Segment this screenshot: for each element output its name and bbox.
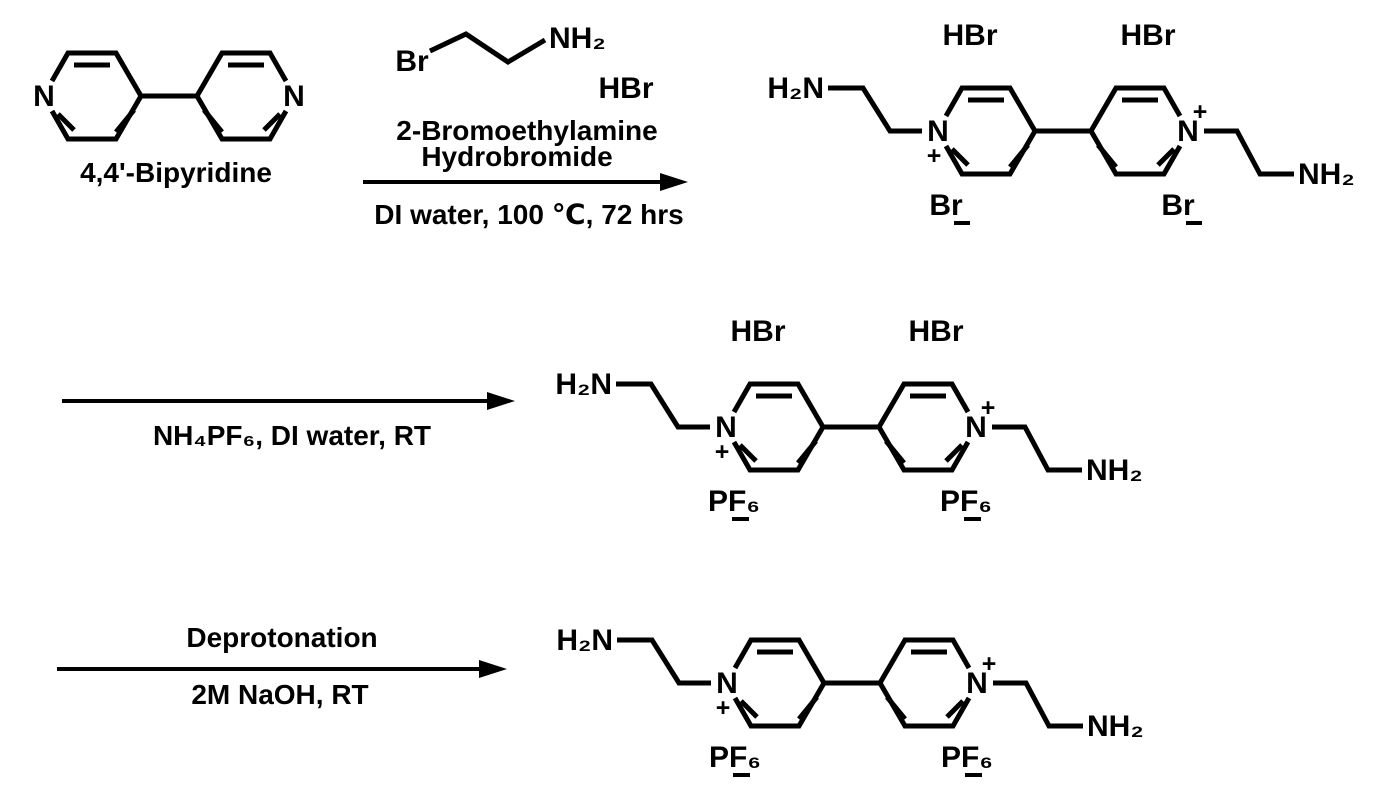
hbr-adduct-label-right: HBr xyxy=(1120,19,1175,52)
anion-label-right: PF₆ xyxy=(941,741,993,774)
anion-label-left: PF₆ xyxy=(709,741,761,774)
arrow-head xyxy=(479,660,507,678)
step2-product-structure: HBr HBr PF₆ PF₆ xyxy=(555,315,1142,521)
step1-product-structure: HBr HBr Br Br xyxy=(767,19,1354,225)
viologen xyxy=(767,72,1354,191)
anion-label-left: PF₆ xyxy=(708,485,760,518)
viologen xyxy=(556,624,1143,743)
step2-arrow: NH₄PF₆, DI water, RT xyxy=(62,392,515,451)
step3-product-structure: PF₆ PF₆ xyxy=(556,624,1143,777)
step1-reagent-name-line1: 2-Bromoethylamine xyxy=(396,115,657,146)
step3-arrow: Deprotonation 2M NaOH, RT xyxy=(57,622,507,710)
step3-reagent-label: Deprotonation xyxy=(186,622,377,653)
reagent-chain-bonds xyxy=(428,31,547,65)
anion-label-right: PF₆ xyxy=(940,485,992,518)
reagent-hbr-label: HBr xyxy=(598,72,653,105)
arrow-head xyxy=(487,392,515,410)
step1-conditions: DI water, 100 ℃, 72 hrs xyxy=(374,199,683,230)
reactant-name: 4,4'-Bipyridine xyxy=(80,157,272,188)
hbr-adduct-label-left: HBr xyxy=(942,19,997,52)
anion-label-right: Br xyxy=(1161,189,1195,222)
viologen xyxy=(555,368,1142,487)
hbr-adduct-label-right: HBr xyxy=(908,315,963,348)
reagent-br-label: Br xyxy=(395,45,429,78)
anion-label-left: Br xyxy=(929,189,963,222)
step3-conditions: 2M NaOH, RT xyxy=(191,679,368,710)
bipyridine-rings xyxy=(33,53,305,139)
arrow-head xyxy=(660,173,688,191)
bromoethylamine-reagent-structure: Br NH₂ HBr xyxy=(395,22,653,105)
reagent-nh2-label: NH₂ xyxy=(549,22,606,55)
step2-conditions: NH₄PF₆, DI water, RT xyxy=(153,420,431,451)
hbr-adduct-label-left: HBr xyxy=(730,315,785,348)
step1-reagent-name-line2: Hydrobromide xyxy=(421,141,612,172)
step1-arrow: 2-Bromoethylamine Hydrobromide DI water,… xyxy=(363,115,688,230)
bipyridine-structure: 4,4'-Bipyridine xyxy=(33,53,305,188)
